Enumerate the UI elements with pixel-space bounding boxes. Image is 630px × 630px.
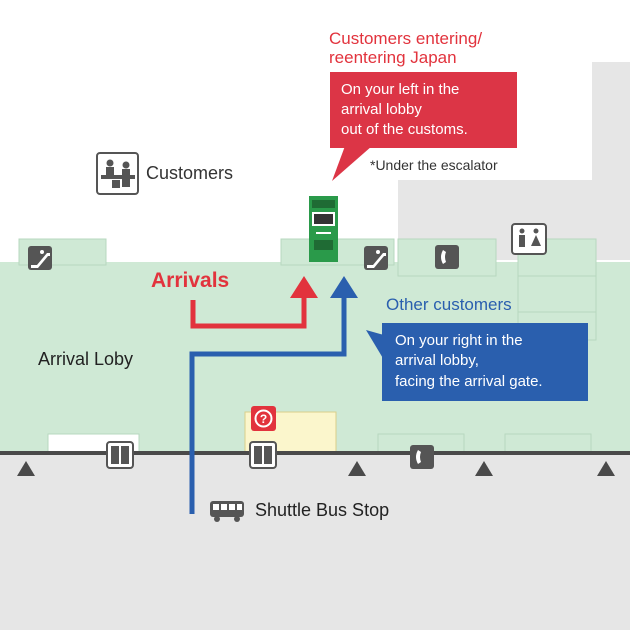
blue-route-path <box>189 294 347 514</box>
entering-route-title-line1: Customers entering/ <box>329 29 483 48</box>
customs-icon <box>96 152 139 195</box>
red-route-arrowhead <box>290 276 318 298</box>
phone-icon <box>435 245 459 269</box>
shuttle-bus-stop-label: Shuttle Bus Stop <box>255 500 390 520</box>
arrival-lobby-label: Arrival Loby <box>38 349 134 369</box>
phone-icon <box>410 445 434 469</box>
customers-label: Customers <box>146 163 234 183</box>
red-callout <box>330 72 517 181</box>
red-route-path <box>190 294 307 329</box>
exit-triangle-icon <box>597 461 615 476</box>
exit-triangle-icon <box>17 461 35 476</box>
information-icon: ? <box>251 406 276 431</box>
blue-callout <box>366 323 588 401</box>
arrivals-label: Arrivals <box>151 269 230 292</box>
elevator-icon <box>249 441 277 469</box>
restroom-icon <box>511 223 547 255</box>
escalator-icon <box>28 246 52 270</box>
red-callout-line2: arrival lobby <box>341 101 422 118</box>
blue-route-arrowhead <box>330 276 358 298</box>
ticket-machine-icon <box>309 196 338 262</box>
entering-route-title-line2: reentering Japan <box>329 48 457 67</box>
exit-triangle-icon <box>348 461 366 476</box>
blue-callout-line3: facing the arrival gate. <box>395 373 543 390</box>
escalator-note: *Under the escalator <box>370 157 498 173</box>
escalator-icon <box>364 246 388 270</box>
elevator-icon <box>106 441 134 469</box>
exterior-wall <box>0 451 630 455</box>
red-callout-line1: On your left in the <box>341 81 460 98</box>
blue-callout-line1: On your right in the <box>395 332 523 349</box>
red-callout-line3: out of the customs. <box>341 121 468 138</box>
svg-text:?: ? <box>260 412 267 426</box>
gray-area-bottom <box>0 454 630 630</box>
bus-icon <box>210 501 244 522</box>
blue-callout-line2: arrival lobby, <box>395 352 479 369</box>
other-customers-label: Other customers <box>386 295 512 314</box>
exit-triangle-icon <box>475 461 493 476</box>
